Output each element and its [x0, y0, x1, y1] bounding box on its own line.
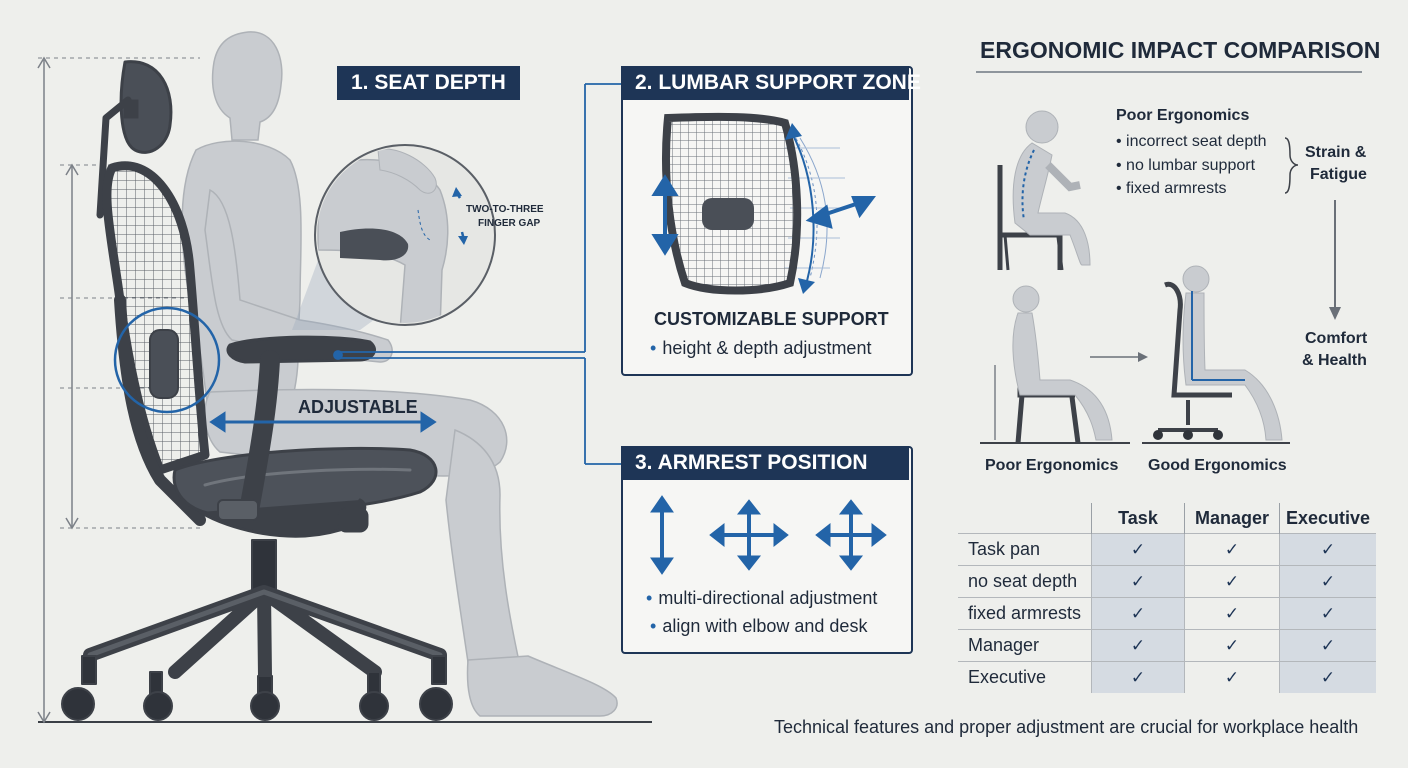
check-icon: ✓: [1279, 661, 1376, 693]
poor-posture-figure-top: [997, 110, 1091, 271]
poor-item-3-text: fixed armrests: [1126, 180, 1227, 197]
check-icon: ✓: [1279, 597, 1376, 630]
poor-item-1: • incorrect seat depth: [1116, 133, 1267, 150]
row-label: no seat depth: [958, 565, 1092, 598]
title-divider: [976, 71, 1362, 73]
outcome-bad-line1: Strain &: [1305, 144, 1367, 161]
check-icon: ✓: [1279, 629, 1376, 662]
table-row: no seat depth ✓ ✓ ✓: [958, 565, 1376, 598]
connector-lines: [333, 83, 622, 465]
chair-figure-illustration: [37, 31, 652, 724]
check-icon: ✓: [1091, 597, 1185, 630]
lumbar-bullet-text: height & depth adjustment: [662, 338, 872, 358]
armrest-arrows-illustration: [650, 495, 887, 575]
table-header-blank: [958, 503, 1092, 534]
row-label: Task pan: [958, 533, 1092, 566]
armrest-bullet-2: •align with elbow and desk: [650, 616, 868, 636]
finger-gap-note-line1: TWO-TO-THREE: [466, 204, 544, 215]
measurement-lines: [37, 56, 200, 724]
check-icon: ✓: [1279, 565, 1376, 598]
finger-gap-note-line2: FINGER GAP: [478, 218, 541, 229]
comparison-title: ERGONOMIC IMPACT COMPARISON: [980, 37, 1381, 63]
row-label: Manager: [958, 629, 1092, 662]
row-label: fixed armrests: [958, 597, 1092, 630]
caption-good: Good Ergonomics: [1148, 457, 1287, 474]
poor-item-2-text: no lumbar support: [1126, 157, 1256, 174]
check-icon: ✓: [1184, 597, 1280, 630]
check-icon: ✓: [1184, 661, 1280, 693]
outcome-good-line2: & Health: [1302, 352, 1367, 369]
table-row: Executive ✓ ✓ ✓: [958, 661, 1376, 693]
caption-poor: Poor Ergonomics: [985, 457, 1119, 474]
lumbar-highlight-circle: [113, 306, 221, 414]
armrest-position-label: 3. ARMREST POSITION: [621, 446, 909, 480]
adjustable-label: ADJUSTABLE: [298, 397, 418, 417]
lumbar-heading: CUSTOMIZABLE SUPPORT: [654, 309, 889, 329]
poor-item-1-text: incorrect seat depth: [1126, 133, 1267, 150]
table-header-manager: Manager: [1184, 503, 1280, 534]
armrest-bullet-2-text: align with elbow and desk: [662, 616, 868, 636]
check-icon: ✓: [1184, 533, 1280, 566]
table-header-task: Task: [1091, 503, 1185, 534]
knee-detail-circle: [314, 144, 496, 326]
check-icon: ✓: [1091, 629, 1185, 662]
check-icon: ✓: [1091, 533, 1185, 566]
four-way-arrow-icon: [709, 499, 789, 571]
table-header-row: Task Manager Executive: [958, 503, 1376, 534]
poor-item-2: • no lumbar support: [1116, 157, 1256, 174]
poor-heading: Poor Ergonomics: [1116, 107, 1250, 124]
good-posture-figure: [1142, 265, 1290, 444]
rotate-arrow-icon: [815, 499, 887, 571]
seat-depth-arrow: [209, 411, 437, 433]
vertical-arrow-icon: [650, 495, 674, 575]
lumbar-bullet: •height & depth adjustment: [650, 338, 872, 358]
footer-note: Technical features and proper adjustment…: [774, 717, 1359, 737]
check-icon: ✓: [1091, 565, 1185, 598]
lumbar-mesh-illustration: [651, 112, 876, 295]
armrest-bullet-1-text: multi-directional adjustment: [658, 588, 878, 608]
armrest-position-panel: [621, 446, 913, 654]
outcome-bad-line2: Fatigue: [1310, 166, 1367, 183]
check-icon: ✓: [1184, 629, 1280, 662]
seat-depth-label: 1. SEAT DEPTH: [337, 66, 520, 100]
outcome-good-line1: Comfort: [1305, 330, 1368, 347]
poor-item-3: • fixed armrests: [1116, 180, 1227, 197]
check-icon: ✓: [1279, 533, 1376, 566]
lumbar-support-label: 2. LUMBAR SUPPORT ZONE: [621, 66, 921, 100]
table-row: Task pan ✓ ✓ ✓: [958, 533, 1376, 566]
office-chair: [61, 60, 453, 721]
row-label: Executive: [958, 661, 1092, 693]
poor-posture-figure-bottom: [980, 285, 1130, 444]
check-icon: ✓: [1091, 661, 1185, 693]
comparison-table: Task Manager Executive Task pan ✓ ✓ ✓ no…: [958, 503, 1376, 693]
armrest-bullet-1: •multi-directional adjustment: [646, 588, 878, 608]
table-header-executive: Executive: [1279, 503, 1376, 534]
check-icon: ✓: [1184, 565, 1280, 598]
comparison-figures: [980, 110, 1341, 444]
table-row: fixed armrests ✓ ✓ ✓: [958, 597, 1376, 630]
table-row: Manager ✓ ✓ ✓: [958, 629, 1376, 662]
